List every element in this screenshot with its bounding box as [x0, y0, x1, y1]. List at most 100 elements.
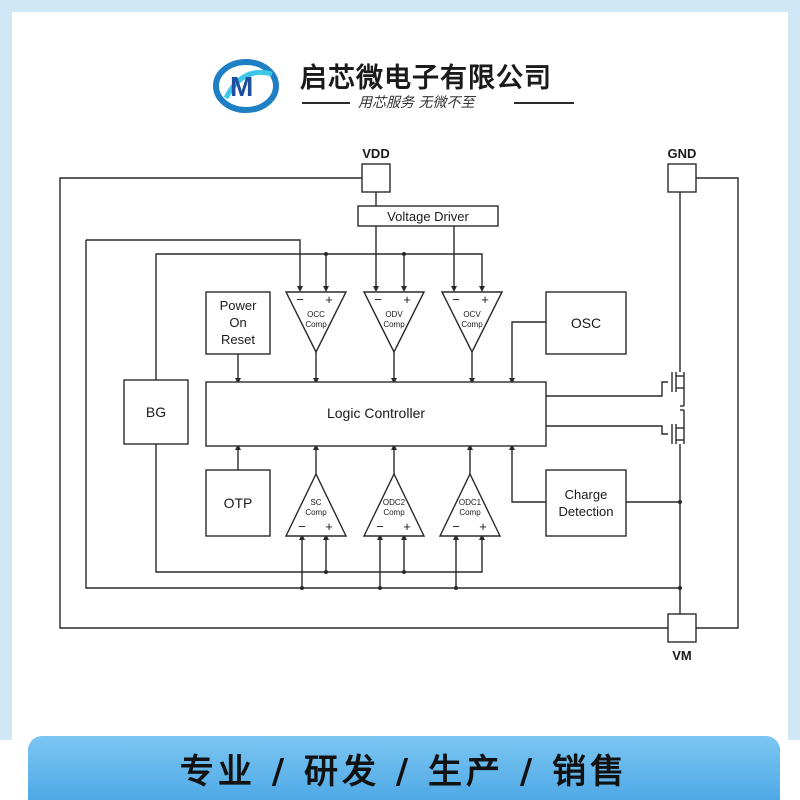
- company-logo-icon: M: [213, 59, 279, 113]
- osc-out-wire: [511, 321, 546, 382]
- odv-minus-sign: −: [374, 292, 382, 307]
- mosfet-symbol: [671, 372, 685, 444]
- occ-comparator: [284, 291, 348, 354]
- slogan-divider-right: [514, 102, 574, 104]
- odc2-comparator: [362, 472, 426, 537]
- arrow-occ-plus: [323, 286, 329, 292]
- power-on-reset-block: [205, 291, 271, 355]
- frame-top-border: [0, 0, 800, 12]
- logic-to-mosfet2-wire: [546, 425, 668, 435]
- footer-banner: 专业 / 研发 / 生产 / 销售: [28, 736, 780, 800]
- gnd-outer-wire: [694, 177, 739, 629]
- voltage-driver-label: Voltage Driver: [387, 209, 469, 224]
- arrow-odc1-minus: [453, 534, 459, 540]
- odc2-comp-label-1: ODC2: [383, 498, 406, 507]
- osc-label: OSC: [571, 315, 601, 331]
- odc2-comp-label-2: Comp: [383, 508, 405, 517]
- otp-block: [205, 469, 271, 537]
- frame-right-border: [788, 0, 800, 740]
- logic-controller-label: Logic Controller: [327, 405, 425, 421]
- svg-text:M: M: [230, 71, 253, 102]
- odc1-comparator: [438, 472, 502, 537]
- arrow-occ-logic: [313, 378, 319, 384]
- sc-minus-sign: −: [298, 519, 306, 534]
- arrow-odv-plus: [401, 286, 407, 292]
- odv-plus-sign: +: [403, 292, 411, 307]
- odv-comp-label-2: Comp: [383, 320, 405, 329]
- junction-dot: [678, 500, 682, 504]
- odv-comp-label-1: ODV: [385, 310, 403, 319]
- junction-dot: [324, 252, 328, 256]
- arrow-odv-minus: [373, 286, 379, 292]
- vm-pin: [667, 613, 697, 643]
- vdd-pin: [361, 163, 391, 193]
- vm-sense-left-wire: [85, 240, 680, 589]
- junction-dot: [454, 586, 458, 590]
- arrow-ocv-minus: [451, 286, 457, 292]
- banner-slogan: 专业 / 研发 / 生产 / 销售: [179, 752, 629, 792]
- frame-left-border: [0, 0, 12, 740]
- arrow-ocv-plus: [479, 286, 485, 292]
- bg-ref-top-wire: [155, 253, 483, 380]
- arrow-odc2-minus: [377, 534, 383, 540]
- power-on-reset-label-3: Reset: [221, 332, 255, 347]
- osc-block: [545, 291, 627, 355]
- charge-detection-block: [545, 469, 627, 537]
- vm-sense-wire: [86, 239, 301, 290]
- arrow-otp-logic: [235, 444, 241, 450]
- odc1-comp-label-2: Comp: [459, 508, 481, 517]
- arrow-occ-minus: [297, 286, 303, 292]
- occ-comp-label-1: OCC: [307, 310, 325, 319]
- arrow-sc-plus: [323, 534, 329, 540]
- junction-dot: [324, 570, 328, 574]
- voltage-driver-block: [357, 205, 499, 227]
- power-on-reset-label-2: On: [229, 315, 246, 330]
- brand-header: M 启芯微电子有限公司 用芯服务 无微不至: [212, 48, 574, 124]
- arrow-por-logic: [235, 378, 241, 384]
- occ-plus-sign: +: [325, 292, 333, 307]
- ocv-plus-sign: +: [481, 292, 489, 307]
- arrow-sc-minus: [299, 534, 305, 540]
- junction-dot: [378, 586, 382, 590]
- junction-dot: [402, 252, 406, 256]
- vdd-outer-wire: [59, 177, 668, 629]
- vm-label: VM: [672, 648, 692, 663]
- odv-comparator: [362, 291, 426, 354]
- otp-label: OTP: [224, 495, 253, 511]
- arrow-ocv-logic: [469, 378, 475, 384]
- charge-detection-label-1: Charge: [565, 487, 608, 502]
- odc1-comp-label-1: ODC1: [459, 498, 482, 507]
- gnd-label: GND: [668, 146, 697, 161]
- sc-comparator: [284, 472, 348, 537]
- charge-det-wire: [511, 446, 546, 503]
- ocv-comp-label-1: OCV: [463, 310, 481, 319]
- junction-dot: [402, 570, 406, 574]
- bg-label: BG: [146, 404, 166, 420]
- company-slogan: 用芯服务 无微不至: [358, 95, 475, 111]
- arrow-odc1-logic: [467, 444, 473, 450]
- logic-to-mosfet1-wire: [546, 381, 668, 397]
- slogan-divider-left: [302, 102, 350, 104]
- sc-comp-label-2: Comp: [305, 508, 327, 517]
- arrow-odc2-logic: [391, 444, 397, 450]
- logic-controller-block: [205, 381, 547, 447]
- arrow-sc-logic: [313, 444, 319, 450]
- odc2-plus-sign: +: [403, 519, 411, 534]
- occ-comp-label-2: Comp: [305, 320, 327, 329]
- odc1-minus-sign: −: [452, 519, 460, 534]
- odc1-plus-sign: +: [479, 519, 487, 534]
- power-on-reset-label-1: Power: [220, 298, 258, 313]
- arrow-odc1-plus: [479, 534, 485, 540]
- ocv-comparator: [440, 291, 504, 354]
- arrow-odv-logic: [391, 378, 397, 384]
- bg-block: [123, 379, 189, 445]
- gnd-pin: [667, 163, 697, 193]
- occ-minus-sign: −: [296, 292, 304, 307]
- junction-dot: [678, 586, 682, 590]
- arrow-charge-logic: [509, 444, 515, 450]
- bg-ref-bottom-wire: [155, 444, 483, 573]
- arrow-osc-logic: [509, 378, 515, 384]
- charge-detection-label-2: Detection: [559, 504, 614, 519]
- ocv-comp-label-2: Comp: [461, 320, 483, 329]
